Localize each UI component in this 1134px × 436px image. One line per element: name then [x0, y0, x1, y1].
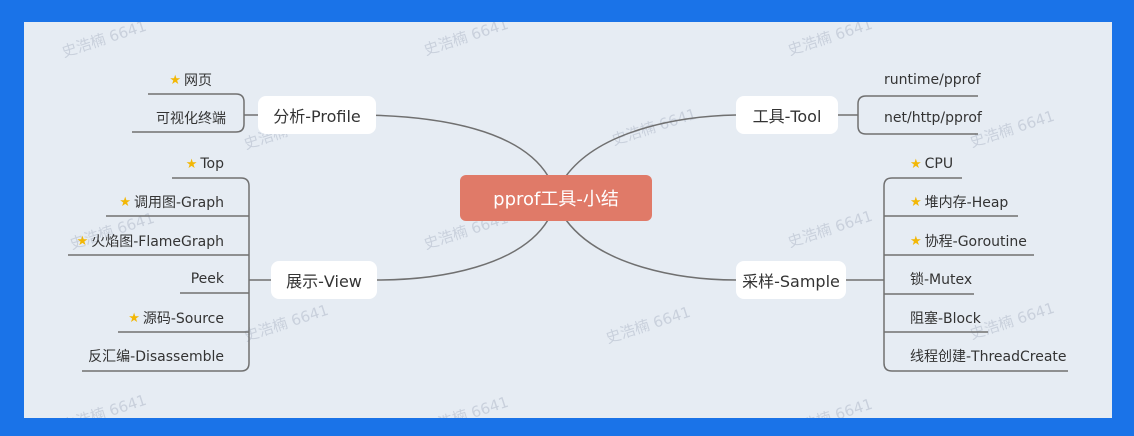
connector-line — [376, 219, 549, 281]
star-icon: ★ — [119, 194, 131, 210]
connector-line — [132, 115, 245, 133]
leaf-threadcreate[interactable]: 线程创建-ThreadCreate — [910, 346, 1080, 366]
connector-line — [148, 93, 245, 115]
central-topic[interactable]: pprof工具-小结 — [460, 175, 652, 221]
leaf-goroutine[interactable]: ★协程-Goroutine — [910, 231, 1046, 251]
star-icon: ★ — [910, 194, 922, 210]
leaf-label: CPU — [924, 156, 954, 172]
branch-sample[interactable]: 采样-Sample — [736, 261, 846, 299]
leaf-block[interactable]: 阻塞-Block — [910, 308, 1000, 328]
leaf-label: 堆内存-Heap — [924, 195, 1009, 211]
connector-line — [565, 114, 737, 177]
leaf-label: 网页 — [184, 73, 212, 89]
leaf-peek[interactable]: Peek — [150, 269, 224, 289]
leaf-label: Top — [200, 156, 224, 172]
leaf-flamegraph[interactable]: ★火焰图-FlameGraph — [48, 231, 224, 251]
star-icon: ★ — [128, 310, 140, 326]
leaf-disassemble[interactable]: 反汇编-Disassemble — [60, 346, 224, 366]
connector-line — [857, 115, 978, 135]
leaf-label: 火焰图-FlameGraph — [91, 234, 224, 250]
connector-line — [857, 95, 978, 115]
leaf-mutex[interactable]: 锁-Mutex — [910, 269, 990, 289]
star-icon: ★ — [169, 72, 181, 88]
leaf-label: 线程创建-ThreadCreate — [910, 349, 1067, 365]
star-icon: ★ — [910, 233, 922, 249]
leaf-net-http-pprof[interactable]: net/http/pprof — [884, 108, 984, 128]
connector-line — [82, 280, 250, 372]
leaf-label: net/http/pprof — [884, 110, 982, 126]
leaf-graph[interactable]: ★调用图-Graph — [84, 192, 224, 212]
branch-view[interactable]: 展示-View — [271, 261, 377, 299]
leaf-visual-terminal[interactable]: 可视化终端 — [100, 108, 226, 128]
branch-profile[interactable]: 分析-Profile — [258, 96, 376, 134]
leaf-label: runtime/pprof — [884, 72, 981, 88]
leaf-label: 反汇编-Disassemble — [88, 349, 224, 365]
connector-line — [565, 219, 737, 281]
connector-line — [883, 177, 962, 280]
branch-tool[interactable]: 工具-Tool — [736, 96, 838, 134]
connector-line — [172, 177, 250, 280]
leaf-runtime-pprof[interactable]: runtime/pprof — [884, 70, 984, 90]
leaf-top[interactable]: ★Top — [140, 154, 224, 174]
leaf-label: 调用图-Graph — [134, 195, 224, 211]
star-icon: ★ — [76, 233, 89, 249]
leaf-label: Peek — [190, 271, 224, 287]
leaf-label: 源码-Source — [142, 311, 224, 327]
leaf-heap[interactable]: ★堆内存-Heap — [910, 192, 1030, 212]
leaf-source[interactable]: ★源码-Source — [94, 308, 224, 328]
leaf-label: 可视化终端 — [156, 111, 226, 127]
leaf-label: 协程-Goroutine — [924, 234, 1027, 250]
star-icon: ★ — [910, 156, 922, 172]
star-icon: ★ — [185, 156, 198, 172]
connector-line — [883, 280, 1068, 372]
leaf-label: 阻塞-Block — [910, 311, 981, 327]
leaf-label: 锁-Mutex — [910, 272, 973, 288]
leaf-webpage[interactable]: ★网页 — [120, 70, 212, 90]
leaf-cpu[interactable]: ★CPU — [910, 154, 970, 174]
connector-line — [361, 114, 549, 177]
